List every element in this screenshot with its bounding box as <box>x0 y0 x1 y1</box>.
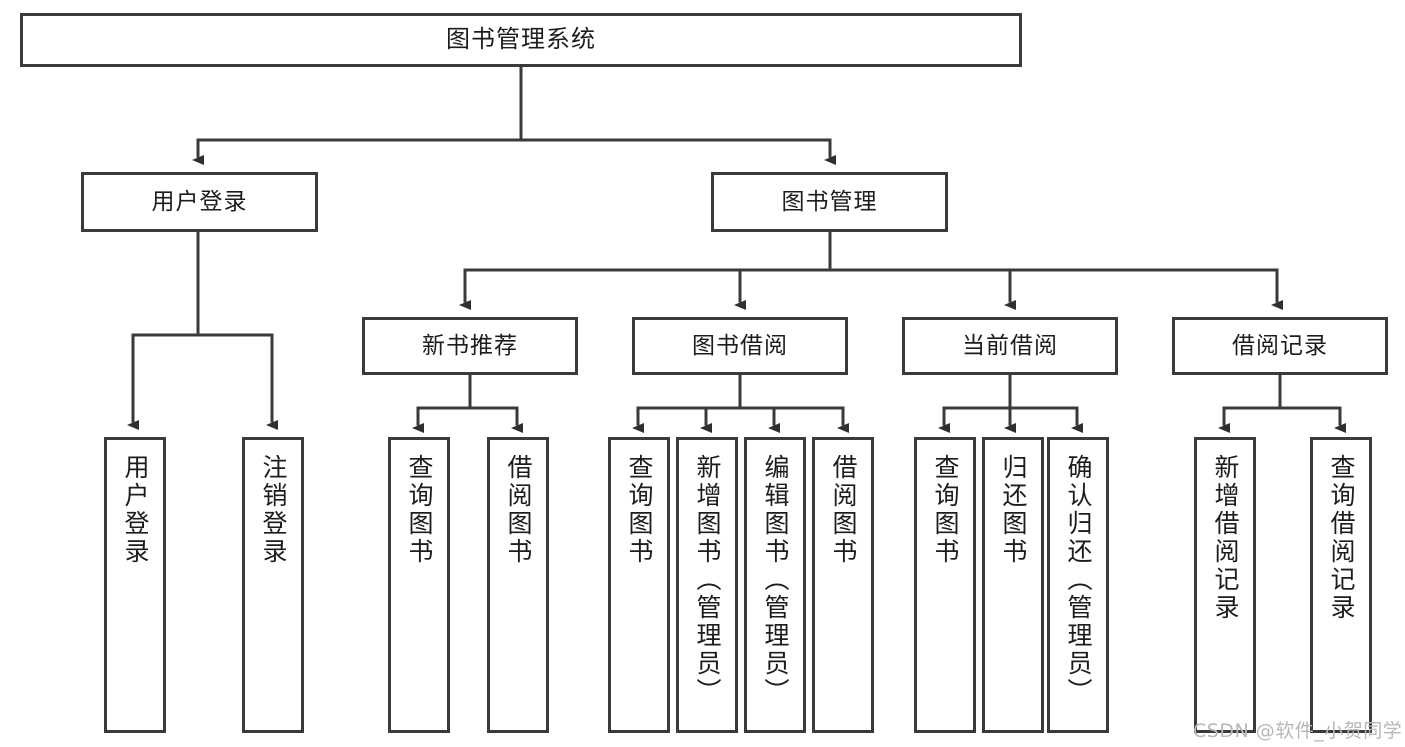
node-user-login-label: 用户登录 <box>151 188 248 215</box>
node-new-book-rec[interactable]: 新书推荐 <box>362 317 578 375</box>
leaf-add-book-admin-label: 新增图书（管理员） <box>693 454 722 706</box>
node-user-login[interactable]: 用户登录 <box>81 172 318 232</box>
leaf-edit-book-admin-label: 编辑图书（管理员） <box>761 454 790 706</box>
leaf-query-book-1-label: 查询图书 <box>405 454 434 566</box>
node-book-manage-label: 图书管理 <box>781 188 878 215</box>
node-borrow-record-label: 借阅记录 <box>1232 332 1328 359</box>
leaf-add-book-admin[interactable]: 新增图书（管理员） <box>676 437 738 733</box>
node-book-manage[interactable]: 图书管理 <box>711 172 948 232</box>
leaf-borrow-book-2[interactable]: 借阅图书 <box>812 437 874 733</box>
leaf-logout[interactable]: 注销登录 <box>242 437 304 733</box>
leaf-add-record-label: 新增借阅记录 <box>1211 454 1240 622</box>
node-current-borrow[interactable]: 当前借阅 <box>902 317 1118 375</box>
leaf-return-book-label: 归还图书 <box>999 454 1028 566</box>
leaf-edit-book-admin[interactable]: 编辑图书（管理员） <box>744 437 806 733</box>
node-book-borrow[interactable]: 图书借阅 <box>632 317 848 375</box>
node-current-borrow-label: 当前借阅 <box>962 332 1058 359</box>
leaf-query-book-3-label: 查询图书 <box>931 454 960 566</box>
node-root-label: 图书管理系统 <box>446 25 596 54</box>
leaf-borrow-book-1-label: 借阅图书 <box>504 454 533 566</box>
leaf-query-book-2[interactable]: 查询图书 <box>608 437 670 733</box>
leaf-borrow-book-2-label: 借阅图书 <box>829 454 858 566</box>
leaf-borrow-book-1[interactable]: 借阅图书 <box>487 437 549 733</box>
node-root[interactable]: 图书管理系统 <box>20 13 1022 67</box>
leaf-add-record[interactable]: 新增借阅记录 <box>1194 437 1256 733</box>
leaf-query-record[interactable]: 查询借阅记录 <box>1310 437 1372 733</box>
leaf-user-login-label: 用户登录 <box>121 454 150 566</box>
leaf-logout-label: 注销登录 <box>259 454 288 566</box>
leaf-user-login[interactable]: 用户登录 <box>104 437 166 733</box>
leaf-query-book-2-label: 查询图书 <box>625 454 654 566</box>
leaf-confirm-return-admin[interactable]: 确认归还（管理员） <box>1047 437 1109 733</box>
leaf-confirm-return-admin-label: 确认归还（管理员） <box>1064 454 1093 706</box>
leaf-return-book[interactable]: 归还图书 <box>982 437 1044 733</box>
leaf-query-book-3[interactable]: 查询图书 <box>914 437 976 733</box>
node-book-borrow-label: 图书借阅 <box>692 332 788 359</box>
leaf-query-record-label: 查询借阅记录 <box>1327 454 1356 622</box>
leaf-query-book-1[interactable]: 查询图书 <box>388 437 450 733</box>
csdn-watermark: CSDN @软件_小贺同学 <box>1193 720 1403 742</box>
node-new-book-rec-label: 新书推荐 <box>422 332 518 359</box>
node-borrow-record[interactable]: 借阅记录 <box>1172 317 1388 375</box>
